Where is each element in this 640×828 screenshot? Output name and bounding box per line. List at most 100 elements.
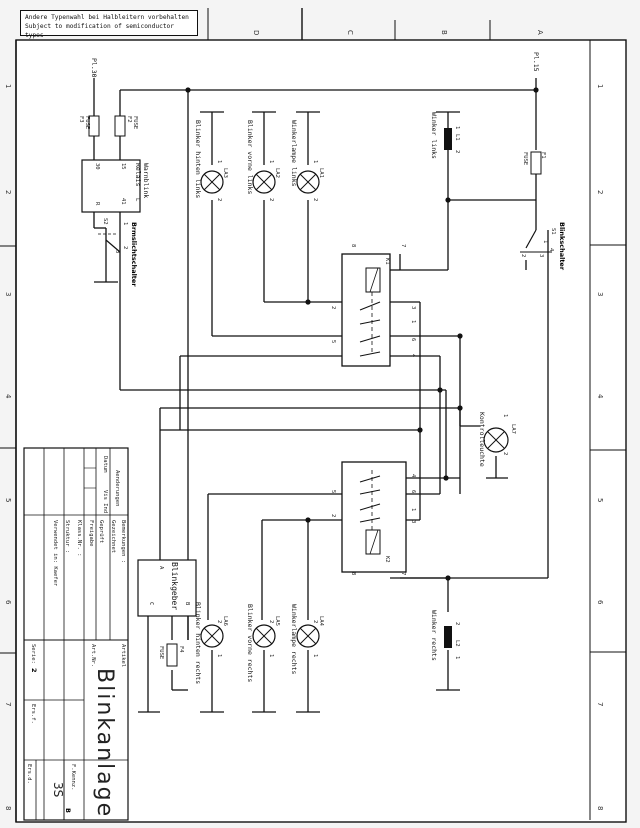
tb-geprueft: Geprüft <box>98 520 104 543</box>
tb-artikel: Artikel <box>120 644 126 667</box>
lamp-la7-pin-2: 2 <box>502 452 508 455</box>
grid-col-d: D <box>252 30 260 35</box>
blinkgeber-title: Blinkgeber <box>170 562 179 610</box>
grid-row-1-right: 1 <box>596 84 604 88</box>
lamp-la7-pin-1: 1 <box>502 414 508 417</box>
grid-row-8: 8 <box>4 806 12 810</box>
disclaimer-line-2: Subject to modification of semiconductor… <box>25 23 175 39</box>
grid-row-6: 6 <box>4 600 12 605</box>
lamp-la1: LA1 Winkerlampe links 1 2 <box>290 120 324 201</box>
tb-blatt: B <box>64 808 72 813</box>
switch-s1-pin-3: 3 <box>538 254 544 257</box>
lamp-la3-pin-2: 2 <box>216 198 222 201</box>
lamp-la1-id: LA1 <box>318 168 324 178</box>
terminal-pl15: Pl.15 <box>532 52 540 72</box>
switch-s2-id: S2 <box>102 218 108 225</box>
grid-row-7: 7 <box>4 702 12 706</box>
lamp-la2-id: LA2 <box>274 168 280 178</box>
relay-k2-id: K2 <box>384 556 390 563</box>
grid-labels: D C B A 1 2 3 4 5 6 7 8 1 2 3 4 5 6 7 8 <box>4 30 604 810</box>
grid-col-a: A <box>536 30 544 35</box>
indicator-l1-pin-2: 2 <box>454 150 460 153</box>
grid-row-6-right: 6 <box>596 600 604 605</box>
fuse-f3-text: FUSE <box>84 116 90 129</box>
tb-freigabe: Freigabe <box>88 520 94 547</box>
grid-col-c: C <box>346 30 354 35</box>
warnblink-title-2: Relais <box>134 163 142 187</box>
relay-k1-id: K1 <box>384 258 390 265</box>
lamp-la3-id: LA3 <box>222 168 228 178</box>
switch-s1-id: S1 <box>550 228 556 235</box>
blinkgeber: Blinkgeber A B C <box>137 559 197 617</box>
relay-k1-pin-2: 2 <box>330 306 336 309</box>
blinkgeber-pin-b: B <box>184 602 190 606</box>
warnblink-pin-r: R <box>94 202 100 206</box>
relay-k1-pin-3: 3 <box>410 306 416 309</box>
switch-s1-pin-1: 1 <box>542 240 548 243</box>
grid-row-8-right: 8 <box>596 806 604 810</box>
indicator-l2-pin-2: 2 <box>454 622 460 625</box>
warnblink-relais: Warnblink Relais 30 15 L 41 R <box>81 159 150 213</box>
disclaimer-note: Andere Typenwahl bei Halbleitern vorbeha… <box>20 10 198 39</box>
fuse-f4: F4 FUSE <box>158 643 184 667</box>
title-block: Aenderungen Datum Vis Ind Bemerkungen : … <box>23 447 129 821</box>
disclaimer-line-1: Andere Typenwahl bei Halbleitern vorbeha… <box>25 14 189 21</box>
lamp-la4-id: LA4 <box>318 616 324 627</box>
lamp-la2: LA2 Blinker vorne links 1 2 <box>246 120 280 201</box>
lamp-la5-pin-2: 2 <box>268 620 274 623</box>
fuse-f2-text: FUSE <box>132 116 138 129</box>
relay-k1-pin-7: 7 <box>400 244 406 247</box>
warnblink-pin-15: 15 <box>120 163 126 170</box>
tb-vis-ind: Vis Ind <box>102 490 108 513</box>
relay-k2-pin-6: 6 <box>410 490 416 493</box>
tb-ers-f: Ers.f. <box>30 704 36 724</box>
lamp-la5-pin-1: 1 <box>268 654 274 657</box>
blinkgeber-pin-c: C <box>148 602 154 605</box>
lamp-la6-pin-2: 2 <box>216 620 222 623</box>
grid-row-4-right: 4 <box>596 394 604 399</box>
lamp-la7: LA7 Kontrolleuchte 1 2 <box>478 412 516 467</box>
lamp-la4: LA4 Winkerlampe rechts 2 1 <box>290 604 324 675</box>
relay-k1-pin-1: 1 <box>410 320 416 323</box>
fuse-f1-id: F1 <box>540 152 546 159</box>
relay-k2: K2 5 2 8 4 6 1 3 7 <box>330 461 416 575</box>
indicator-l1-id: L1 <box>454 134 460 141</box>
relay-k2-pin-7: 7 <box>400 572 406 575</box>
lamp-la6-id: LA6 <box>222 616 228 626</box>
relay-k1: K1 8 7 2 5 3 1 6 4 <box>330 244 416 367</box>
warnblink-pin-30: 30 <box>94 163 100 170</box>
tb-gezeichnet: Gezeichnet <box>110 520 116 553</box>
tb-art-nr: Art.Nr. <box>90 644 96 667</box>
switch-s1-pin-4: 4 <box>548 248 554 252</box>
lamp-la4-pin-1: 1 <box>312 654 318 657</box>
indicator-l1-pin-1: 1 <box>454 126 460 129</box>
tb-ers-d: Ers.d. <box>26 764 32 784</box>
tb-struktur: Struktur : <box>64 520 70 553</box>
indicator-l2-label: Winker rechts <box>430 610 438 661</box>
tb-klass-nr: Klass.Nr. : <box>76 520 82 556</box>
indicator-l2-pin-1: 1 <box>454 656 460 659</box>
lamp-la6: LA6 Blinker hinten rechts 2 1 <box>194 602 228 684</box>
terminal-pl30: Pl.30 <box>90 58 98 78</box>
blinkgeber-pin-a: A <box>158 566 164 570</box>
indicator-l1-label: Winker links <box>430 112 438 159</box>
relay-k1-pin-6: 6 <box>410 338 416 341</box>
fuse-f1-text: FUSE <box>522 152 528 165</box>
tb-aenderungen: Aenderungen <box>114 470 120 506</box>
warnblink-pin-41: 41 <box>120 198 126 205</box>
grid-row-1: 1 <box>4 84 12 88</box>
fuse-f2-id: F2 <box>126 116 132 123</box>
fuse-f3-id: F3 <box>78 116 84 123</box>
grid-row-4: 4 <box>4 394 12 399</box>
switch-s1: Blinkschalter S1 1 2 3 4 <box>520 222 566 271</box>
grid-row-7-right: 7 <box>596 702 604 706</box>
indicator-l2: L2 Winker rechts 2 1 <box>430 610 460 661</box>
switch-s1-label: Blinkschalter <box>558 222 566 271</box>
fuse-f3: F3 FUSE <box>78 115 100 137</box>
lamp-la5: LA5 Blinker vorne rechts 2 1 <box>246 604 280 682</box>
lamp-la7-id: LA7 <box>510 424 516 434</box>
lamp-la1-pin-2: 2 <box>312 198 318 201</box>
fuse-f2: F2 FUSE <box>114 115 138 137</box>
switch-s2-pin-2: 2 <box>122 246 128 249</box>
switch-s2: S2 Brmslichtschalter 1 2 3 <box>98 218 138 287</box>
